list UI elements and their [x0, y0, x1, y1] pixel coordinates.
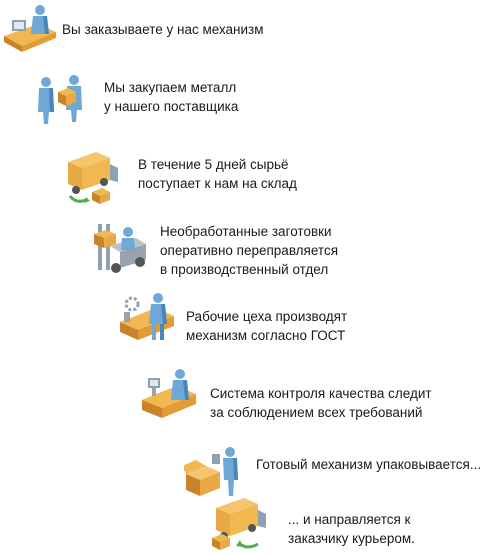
purchase-metal-icon — [32, 70, 90, 128]
step-1-text: Вы заказываете у нас механизм — [62, 22, 264, 37]
step-2-text: Мы закупаем металл у нашего поставщика — [104, 80, 239, 114]
step-8-text: ... и направляется к заказчику курьером. — [288, 512, 415, 546]
step-7-text: Готовый механизм упаковывается... — [256, 457, 480, 472]
step-4-text: Необработанные заготовки оперативно пере… — [160, 224, 339, 277]
delivery-truck-icon — [62, 148, 120, 206]
courier-truck-icon — [210, 494, 268, 552]
step-3-text: В течение 5 дней сырьё поступает к нам н… — [138, 157, 297, 191]
customer-computer-icon — [2, 2, 60, 60]
production-line-icon — [118, 292, 176, 350]
step-5-text: Рабочие цеха производят механизм согласн… — [186, 309, 348, 343]
forklift-icon — [92, 218, 150, 276]
step-6-text: Система контроля качества следит за собл… — [210, 386, 432, 420]
quality-control-icon — [140, 368, 198, 426]
packing-icon — [184, 444, 242, 502]
